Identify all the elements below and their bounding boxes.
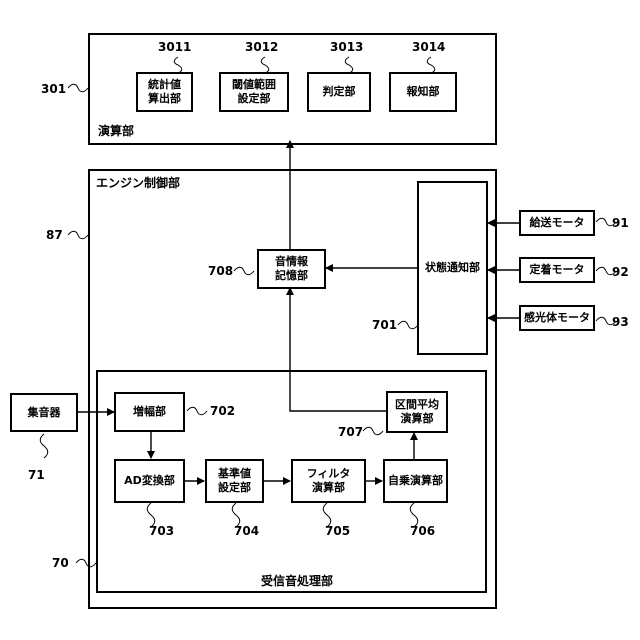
filter-block: フィルタ演算部 xyxy=(291,459,366,503)
sound-store-ref: 708 xyxy=(208,264,233,278)
report-block-ref: 3014 xyxy=(412,40,445,54)
filter-block-line1: フィルタ xyxy=(307,467,351,480)
avg-block: 区間平均演算部 xyxy=(386,391,448,433)
sound-store-line1: 音情報 xyxy=(275,255,308,268)
avg-block-ref: 707 xyxy=(338,425,363,439)
motor-fix-block: 定着モータ xyxy=(519,257,595,283)
refset-block: 基準値設定部 xyxy=(205,459,264,503)
amp-block-ref: 702 xyxy=(210,404,235,418)
sound-store-line2: 記憶部 xyxy=(275,269,308,282)
mic-block-label: 集音器 xyxy=(28,406,61,420)
avg-block-line1: 区間平均 xyxy=(395,398,439,411)
square-block-label: 自乗演算部 xyxy=(388,474,443,488)
state-block-line1: 状態通知部 xyxy=(425,261,480,275)
adc-block-ref: 703 xyxy=(149,524,174,538)
refset-block-line2: 設定部 xyxy=(218,481,251,494)
receive-region-ref: 70 xyxy=(52,556,69,570)
judge-block-line1: 判定部 xyxy=(323,85,356,99)
motor-drum-block: 感光体モータ xyxy=(519,305,595,331)
state-block-ref: 701 xyxy=(372,318,397,332)
threshold-block-line2: 設定部 xyxy=(238,92,271,105)
judge-block: 判定部 xyxy=(307,72,371,112)
avg-block-line2: 演算部 xyxy=(401,412,434,425)
motor-feed-block: 給送モータ xyxy=(519,210,595,236)
engine-region-ref: 87 xyxy=(46,228,63,242)
sound-store-block: 音情報記憶部 xyxy=(257,249,326,289)
report-block: 報知部 xyxy=(389,72,457,112)
stat-block-line1: 統計値 xyxy=(148,78,181,91)
square-block-ref: 706 xyxy=(410,524,435,538)
adc-block: AD変換部 xyxy=(114,459,185,503)
stat-block-ref: 3011 xyxy=(158,40,191,54)
stat-block: 統計値算出部 xyxy=(136,72,193,112)
motor-feed-label: 給送モータ xyxy=(530,216,585,230)
motor-feed-ref: 91 xyxy=(612,216,629,230)
threshold-block: 閾値範囲設定部 xyxy=(219,72,289,112)
mic-block-ref: 71 xyxy=(28,468,45,482)
motor-fix-label: 定着モータ xyxy=(530,263,585,277)
filter-block-line2: 演算部 xyxy=(312,481,345,494)
square-block: 自乗演算部 xyxy=(383,459,448,503)
mic-block: 集音器 xyxy=(10,393,78,432)
adc-block-label: AD変換部 xyxy=(124,474,175,488)
judge-block-ref: 3013 xyxy=(330,40,363,54)
amp-block-label: 増幅部 xyxy=(133,405,166,419)
calc-region-label: 演算部 xyxy=(98,124,134,138)
motor-fix-ref: 92 xyxy=(612,265,629,279)
engine-region-label: エンジン制御部 xyxy=(96,176,180,190)
motor-drum-label: 感光体モータ xyxy=(524,311,590,325)
stat-block-line2: 算出部 xyxy=(148,92,181,105)
amp-block: 増幅部 xyxy=(114,392,185,432)
threshold-block-line1: 閾値範囲 xyxy=(232,78,276,91)
receive-region-label: 受信音処理部 xyxy=(261,574,333,588)
threshold-block-ref: 3012 xyxy=(245,40,278,54)
filter-block-ref: 705 xyxy=(325,524,350,538)
report-block-line1: 報知部 xyxy=(407,85,440,99)
motor-drum-ref: 93 xyxy=(612,315,629,329)
refset-block-line1: 基準値 xyxy=(218,467,251,480)
refset-block-ref: 704 xyxy=(234,524,259,538)
calc-region-ref: 301 xyxy=(41,82,66,96)
state-block: 状態通知部 xyxy=(417,181,488,355)
